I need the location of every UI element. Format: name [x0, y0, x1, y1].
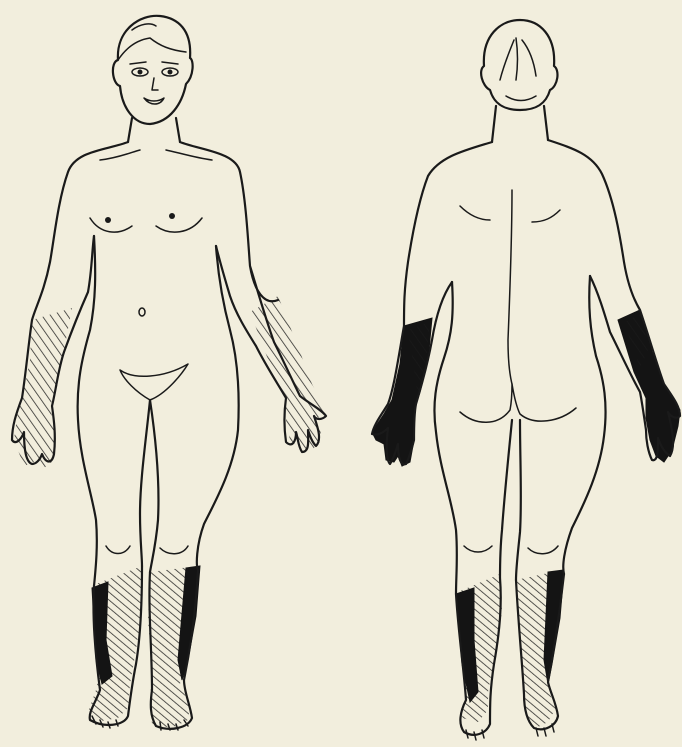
front-chest-mark	[105, 217, 111, 223]
front-head	[113, 16, 193, 124]
back-hair	[500, 38, 536, 101]
front-inner-legs	[140, 400, 159, 572]
back-spine	[508, 190, 512, 384]
front-pelvis	[120, 364, 188, 400]
back-right-leg-dark-band	[544, 570, 564, 684]
front-chest-mark	[169, 213, 175, 219]
front-hips	[78, 236, 239, 586]
front-collarbones	[100, 150, 212, 160]
back-left-leg-shading	[456, 574, 502, 722]
front-knees	[106, 546, 188, 554]
back-neck	[492, 106, 548, 142]
back-view	[372, 20, 680, 740]
back-head	[481, 20, 557, 110]
front-neck	[128, 118, 180, 142]
back-inner-legs	[500, 420, 521, 580]
front-right-leg-shading	[148, 566, 200, 728]
back-right-leg-shading	[516, 570, 564, 728]
back-buttocks	[460, 384, 576, 422]
back-shoulder-blades	[460, 206, 560, 222]
back-right-hand-shading	[618, 310, 680, 462]
front-face	[130, 62, 178, 104]
back-knees	[464, 546, 558, 554]
front-navel	[139, 308, 145, 316]
front-view	[12, 16, 326, 730]
